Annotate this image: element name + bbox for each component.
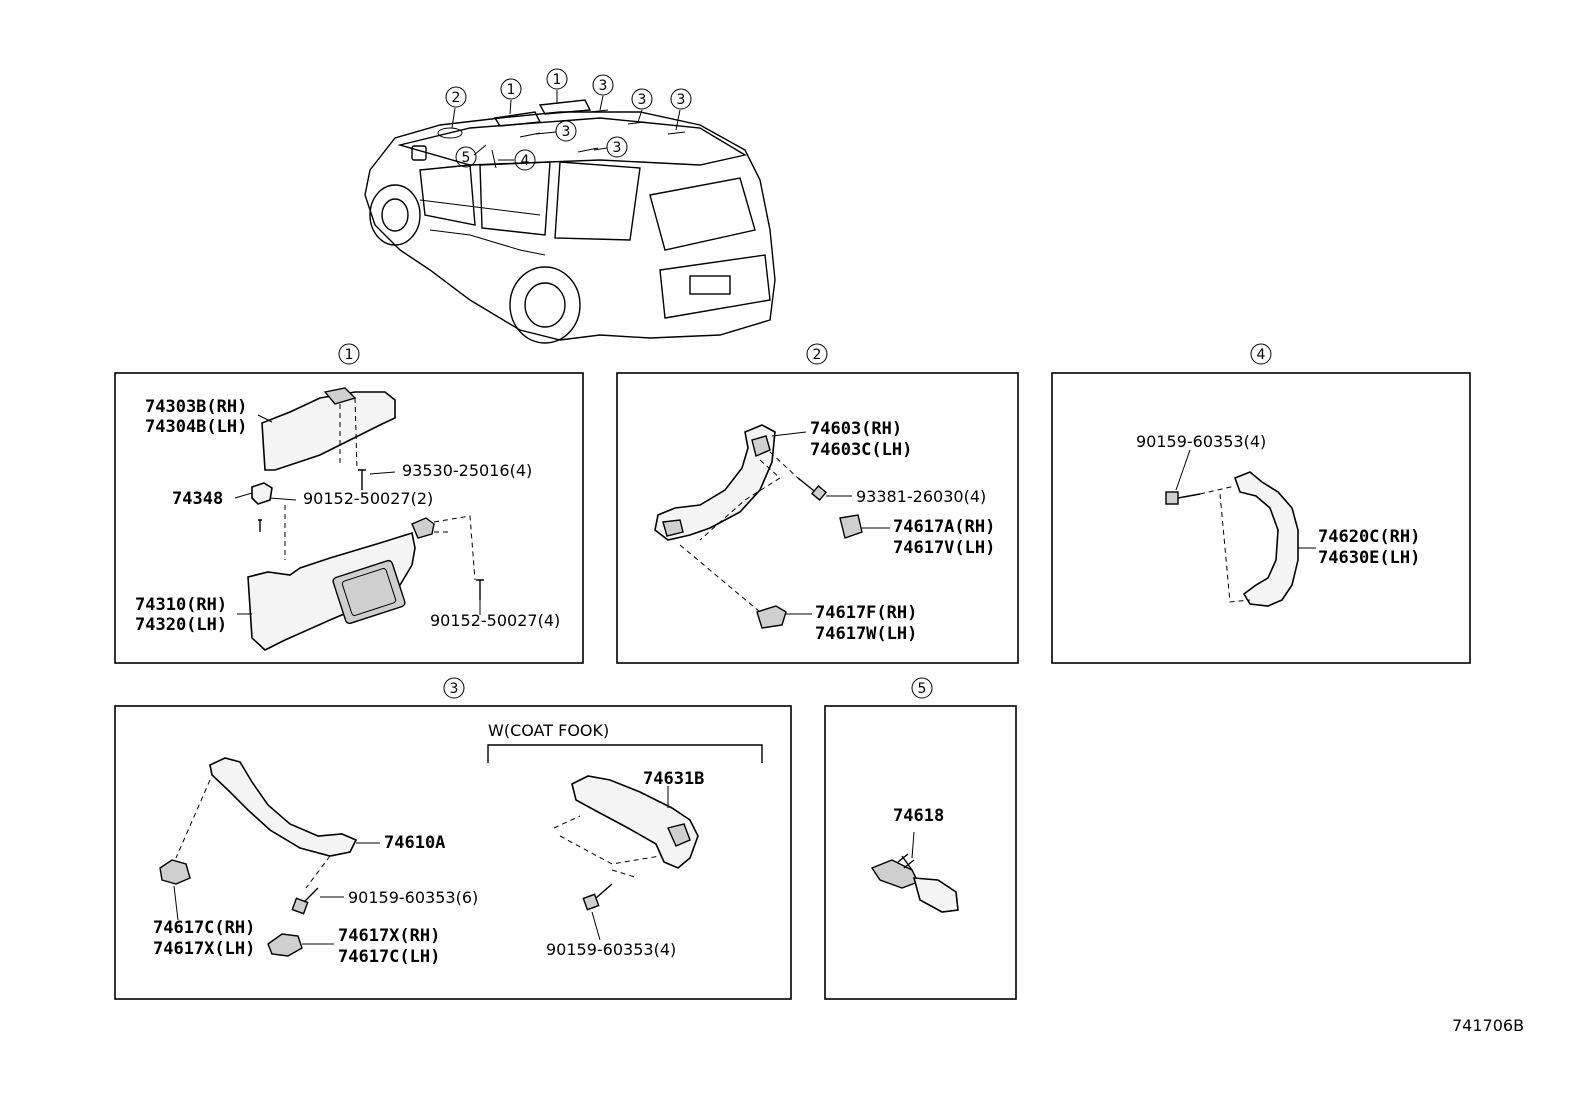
vehicle-callout-5: 5 [455,146,477,168]
callout-number: 3 [677,92,686,108]
part-number: 90159-60353(4) [546,940,676,959]
panel-ref: 5 [918,681,927,697]
part-number: 74303B(RH) [145,397,247,417]
part-number: 90159-60353(6) [348,888,478,907]
panel-4-grip: 4 90159-60353(4) 74620C(RH) 74630E(LH) [1051,343,1471,664]
callout-number: 3 [562,124,571,140]
callout-number: 1 [507,82,516,98]
part-number: 74617X(LH) [153,939,255,959]
vehicle-callout-1a: 1 [500,78,522,100]
part-number: 74603C(LH) [810,440,912,460]
part-number: 74630E(LH) [1318,548,1420,568]
vehicle-callout-3a: 3 [592,74,614,96]
part-number: 74304B(LH) [145,417,247,437]
part-number: 74603(RH) [810,419,902,439]
part-number: 74610A [384,833,445,853]
panel-ref: 3 [450,681,459,697]
part-number: 74310(RH) [135,595,227,615]
vehicle-callout-3e: 3 [606,136,628,158]
callout-number: 1 [553,72,562,88]
panel-1-sun-visor: 1 74303B(RH) 74304B(LH) 93530-25016(4) [114,343,584,664]
diagram-code: 741706B [1452,1016,1524,1035]
part-number: 74617C(RH) [153,918,255,938]
part-number: 74617F(RH) [815,603,917,623]
part-number: 74348 [172,489,223,509]
panel-3-roof-assist-grip: 3 74610A 90159-60353(6) 74617C(RH) 74617… [114,677,792,1000]
callout-number: 3 [613,140,622,156]
part-number: 90159-60353(4) [1136,432,1266,451]
panel-ref: 4 [1257,347,1266,363]
part-number: 74617V(LH) [893,538,995,558]
part-number: 74618 [893,806,944,826]
vehicle-illustration: 2 1 1 3 3 3 3 3 [364,68,776,344]
vehicle-callout-3c: 3 [670,88,692,110]
part-number: 74631B [643,769,704,789]
part-number: 90152-50027(4) [430,611,560,630]
part-number: 74617X(RH) [338,926,440,946]
callout-number: 3 [599,78,608,94]
callout-number: 2 [452,90,461,106]
panel-ref: 2 [813,347,822,363]
part-number: 74617W(LH) [815,624,917,644]
panel-5-clip: 5 74618 [824,677,1017,1000]
vehicle-callout-1b: 1 [546,68,568,90]
callout-number: 5 [462,150,471,166]
part-number: 93381-26030(4) [856,487,986,506]
vehicle-callout-3d: 3 [555,120,577,142]
part-number: 74617C(LH) [338,947,440,967]
callout-number: 3 [638,92,647,108]
vehicle-callout-3b: 3 [631,88,653,110]
part-number: 74620C(RH) [1318,527,1420,547]
group-label: W(COAT FOOK) [488,721,609,740]
coat-hook-group: W(COAT FOOK) 74631B 90159-60353(4) [487,721,763,959]
panel-2-assist-grip: 2 74603(RH) 74603C(LH) 93381-26030(4) 74… [616,343,1019,664]
callout-number: 4 [521,153,530,169]
part-number: 90152-50027(2) [303,489,433,508]
panel-ref: 1 [345,347,354,363]
part-number: 74320(LH) [135,615,227,635]
vehicle-callout-4: 4 [514,149,536,171]
part-number: 93530-25016(4) [402,461,532,480]
vehicle-callout-2: 2 [445,86,467,108]
part-number: 74617A(RH) [893,517,995,537]
